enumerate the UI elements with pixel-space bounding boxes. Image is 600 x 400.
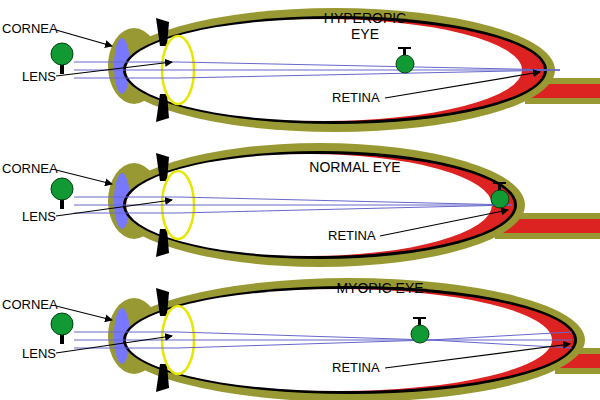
sclera <box>115 143 525 267</box>
choroid-line <box>123 151 517 259</box>
choroid-line <box>123 16 547 124</box>
eye-title: NORMAL EYE <box>300 159 410 175</box>
iris <box>156 94 169 122</box>
retina-layer <box>126 154 514 256</box>
retina-label: RETINA <box>332 361 380 375</box>
part-label: CORNEA <box>2 298 58 312</box>
object-tree <box>51 313 73 344</box>
vitreous <box>126 289 552 391</box>
iris <box>156 288 169 316</box>
sclera <box>115 8 555 132</box>
retina-layer <box>126 19 544 121</box>
lens <box>162 36 194 104</box>
object-tree <box>51 178 73 209</box>
iris <box>156 153 169 181</box>
retina-layer <box>126 289 574 391</box>
retina-label: RETINA <box>328 229 376 243</box>
sclera <box>115 278 585 400</box>
eyeball: HYPEROPIC EYE RETINA <box>100 0 600 140</box>
lens <box>162 171 194 239</box>
lens <box>162 306 194 374</box>
eye-title: HYPEROPIC EYE <box>310 10 420 42</box>
part-label: LENS <box>22 210 56 224</box>
vitreous <box>126 19 522 121</box>
eye-title: MYOPIC EYE <box>325 280 435 296</box>
choroid-line <box>123 286 577 394</box>
eyeball-outline <box>100 135 600 275</box>
part-label: LENS <box>22 70 56 84</box>
iris <box>156 229 169 257</box>
retina-label: RETINA <box>332 91 380 105</box>
part-label: LENS <box>22 347 56 361</box>
part-label: CORNEA <box>2 162 58 176</box>
iris <box>156 18 169 46</box>
eyeball: NORMAL EYE RETINA <box>100 135 600 275</box>
iris <box>156 364 169 392</box>
part-label: CORNEA <box>2 22 58 36</box>
eyeball: MYOPIC EYE RETINA <box>100 270 600 400</box>
vitreous <box>126 154 492 256</box>
